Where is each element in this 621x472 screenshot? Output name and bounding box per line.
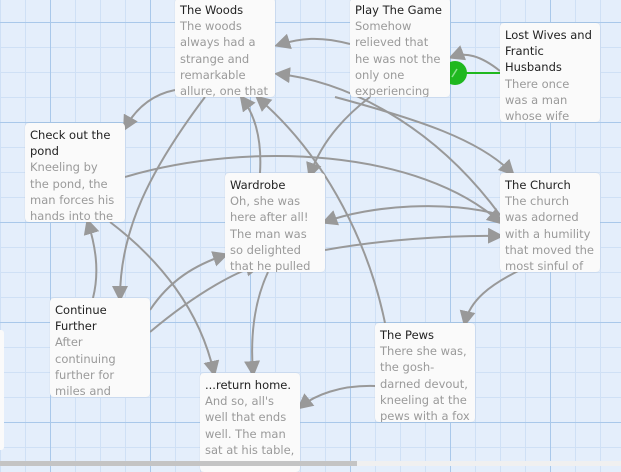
- scrollbar-thumb[interactable]: [0, 461, 357, 466]
- link: [112, 96, 206, 302]
- passage-title: The Church: [505, 178, 571, 192]
- link: [296, 384, 376, 410]
- link: [149, 251, 229, 311]
- link: [244, 271, 269, 377]
- passage-title: ...return home.: [205, 378, 292, 392]
- passage-title: The Woods: [180, 3, 244, 17]
- passage-title: Lost Wives and Frantic Husbands: [505, 28, 592, 75]
- passage-excerpt: There once was a man whose wife went: [505, 76, 570, 122]
- passage-title: Check out the pond: [30, 128, 111, 159]
- link: [459, 269, 521, 327]
- passage-excerpt: Kneeling by the pond, the man forces his…: [30, 160, 115, 222]
- passage-excerpt: Oh, she was here after all! The man was …: [230, 194, 311, 272]
- link: [324, 227, 504, 251]
- passage-excerpt: The church was adorned with a humility t…: [505, 194, 594, 272]
- link: [334, 96, 515, 176]
- link: [149, 260, 262, 333]
- passage-return-home[interactable]: ...return home. And so, all's well that e…: [200, 373, 300, 472]
- link: [306, 96, 371, 179]
- link: [239, 94, 262, 174]
- passage-excerpt: Somehow relieved that he was not the onl…: [355, 19, 441, 97]
- horizontal-scrollbar[interactable]: [0, 461, 621, 466]
- passage-title: Continue Further: [55, 303, 107, 334]
- passage-excerpt: The woods always had a strange and remar…: [180, 19, 268, 97]
- passage-excerpt: After continuing further for miles and m…: [55, 335, 116, 397]
- passage-excerpt: And so, all's well that ends well. The m…: [205, 394, 295, 457]
- passage-title: Play The Game: [355, 3, 442, 17]
- passage-title: The Pews: [380, 328, 435, 342]
- passage-title: Wardrobe: [230, 178, 286, 192]
- link: [274, 33, 351, 49]
- link: [123, 89, 176, 132]
- passage-excerpt: There she was, the gosh-darned devout, k…: [380, 344, 470, 422]
- link: [448, 45, 501, 72]
- link: [321, 205, 501, 226]
- offscreen-passage-edge[interactable]: [0, 330, 4, 450]
- link: [83, 218, 100, 299]
